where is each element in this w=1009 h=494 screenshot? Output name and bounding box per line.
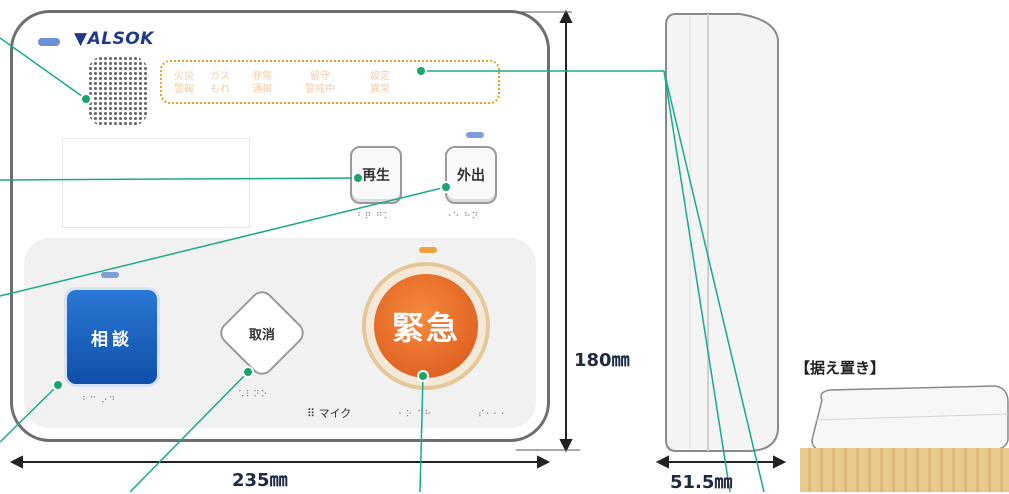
width-dimension-label: 235㎜ (232, 470, 288, 491)
emergency-indicator-led (419, 247, 437, 253)
status-item-3: 非常通報 (252, 71, 272, 95)
status-item-1: 火災警報 (174, 71, 194, 95)
out-button[interactable]: 外出 (445, 146, 497, 204)
mic-icon: ⠿ (307, 407, 319, 420)
play-braille: ⠃⠟ ⠛⠅ (357, 212, 392, 222)
logo-indicator-led (38, 38, 60, 46)
emergency-button-label: 緊急 (391, 309, 460, 347)
out-braille: ⠐⠑ ⠓⠝ (445, 212, 480, 222)
out-button-label: 外出 (457, 168, 485, 184)
callout-dot-cancel (242, 366, 254, 378)
wooden-desk-surface (800, 448, 1009, 492)
callout-lines (0, 37, 765, 492)
depth-dimension-label: 51.5㎜ (670, 472, 733, 493)
height-dimension-label: 180㎜ (574, 350, 630, 371)
consult-button-label: 相談 (91, 329, 133, 350)
status-display-frame (160, 60, 500, 104)
cancel-button-label: 取消 (248, 327, 275, 343)
blank-label-area (62, 138, 250, 228)
right-braille: ⠎⠂⠂⠂ (478, 410, 509, 420)
consult-indicator-led (101, 272, 119, 278)
callout-dot-emergency (417, 370, 429, 382)
desk-device-illustration (811, 385, 1009, 453)
consult-button[interactable]: 相談 (64, 287, 160, 387)
mic-label: ⠿ マイク (307, 407, 352, 420)
speaker-grille-icon (88, 56, 148, 126)
emergency-braille: ⠂⠕ ⠉⠓ (398, 410, 433, 420)
emergency-button[interactable]: 緊急 (374, 274, 478, 378)
status-item-5: 設定異常 (370, 71, 390, 95)
callout-dot-speaker (80, 93, 92, 105)
device-side-view (665, 13, 779, 452)
callout-dot-play (352, 172, 364, 184)
placement-label: 【据え置き】 (795, 359, 886, 377)
callout-dot-out (440, 181, 452, 193)
consult-braille: ⠃⠉ ⠔⠙ (82, 396, 117, 406)
brand-logo: ▼ALSOK (74, 29, 154, 49)
status-item-4: 留守警戒中 (305, 71, 335, 95)
status-item-2: ガスもれ (210, 71, 230, 95)
play-button-label: 再生 (362, 168, 390, 184)
callout-dot-status (415, 65, 427, 77)
cancel-braille: ⠡⠇⠝⠕ (238, 390, 269, 400)
dimension-lines (9, 9, 787, 469)
out-indicator-led (466, 132, 484, 138)
callout-dot-consult (52, 379, 64, 391)
